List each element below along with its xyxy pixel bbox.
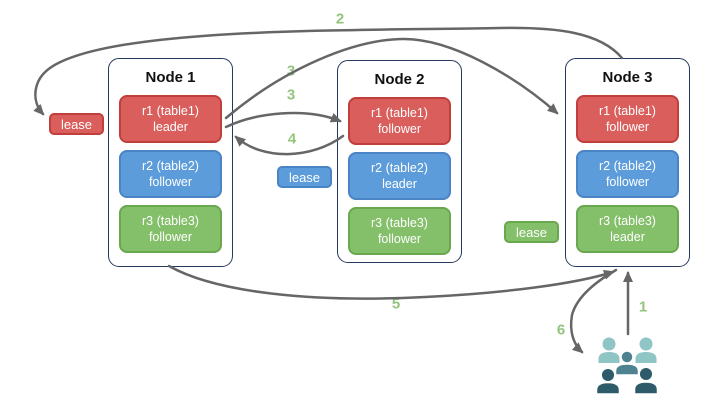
node-2-replica-r3: r3 (table3) follower	[348, 207, 451, 255]
replica-name: r1 (table1)	[371, 105, 428, 120]
lease-badge-green: lease	[504, 221, 559, 243]
node-1: Node 1 r1 (table1) leader r2 (table2) fo…	[108, 58, 233, 267]
arrow-step-3-to-node2	[224, 111, 342, 129]
node-3-title: Node 3	[602, 69, 653, 86]
node-3-replica-r3: r3 (table3) leader	[576, 205, 679, 253]
user-icon	[614, 350, 640, 376]
node-2-replica-r1: r1 (table1) follower	[348, 97, 451, 145]
replica-name: r3 (table3)	[142, 213, 199, 228]
step-label-3a: 3	[286, 62, 296, 80]
replica-name: r3 (table3)	[371, 215, 428, 230]
node-1-title: Node 1	[145, 69, 196, 86]
step-label-2: 2	[335, 10, 345, 28]
arrow-step-5	[167, 264, 615, 300]
replica-name: r3 (table3)	[599, 213, 656, 228]
user-icon	[633, 366, 659, 395]
node-1-replica-r1: r1 (table1) leader	[119, 95, 222, 143]
step-label-4: 4	[287, 130, 297, 148]
replica-role: follower	[377, 122, 422, 136]
node-2-title: Node 2	[374, 71, 425, 88]
users-group-icon	[595, 337, 659, 395]
replica-name: r1 (table1)	[142, 103, 199, 118]
node-2-replicas: r1 (table1) follower r2 (table2) leader …	[348, 97, 451, 255]
replica-role: leader	[153, 120, 188, 134]
user-icon	[598, 337, 620, 363]
node-3: Node 3 r1 (table1) follower r2 (table2) …	[565, 58, 690, 267]
node-2-replica-r2: r2 (table2) leader	[348, 152, 451, 200]
step-label-5: 5	[391, 295, 401, 313]
replica-role: leader	[382, 177, 417, 191]
replica-name: r2 (table2)	[599, 158, 656, 173]
replica-role: follower	[605, 175, 650, 189]
arrow-step-6	[569, 268, 618, 354]
replica-name: r1 (table1)	[599, 103, 656, 118]
replica-role: follower	[377, 232, 422, 246]
lease-badge-blue: lease	[277, 166, 332, 188]
lease-badge-red: lease	[49, 113, 104, 135]
replica-role: leader	[610, 230, 645, 244]
replica-role: follower	[148, 230, 193, 244]
node-1-replica-r2: r2 (table2) follower	[119, 150, 222, 198]
node-1-replicas: r1 (table1) leader r2 (table2) follower …	[119, 95, 222, 253]
node-3-replica-r1: r1 (table1) follower	[576, 95, 679, 143]
step-label-6: 6	[556, 321, 566, 339]
node-1-replica-r3: r3 (table3) follower	[119, 205, 222, 253]
replica-name: r2 (table2)	[142, 158, 199, 173]
node-3-replica-r2: r2 (table2) follower	[576, 150, 679, 198]
user-icon	[595, 367, 621, 395]
replica-name: r2 (table2)	[371, 160, 428, 175]
replica-role: follower	[148, 175, 193, 189]
step-label-3b: 3	[286, 86, 296, 104]
node-3-replicas: r1 (table1) follower r2 (table2) followe…	[576, 95, 679, 253]
node-2: Node 2 r1 (table1) follower r2 (table2) …	[337, 60, 462, 263]
user-icon	[635, 337, 657, 363]
replica-role: follower	[605, 120, 650, 134]
step-label-1: 1	[638, 298, 648, 316]
